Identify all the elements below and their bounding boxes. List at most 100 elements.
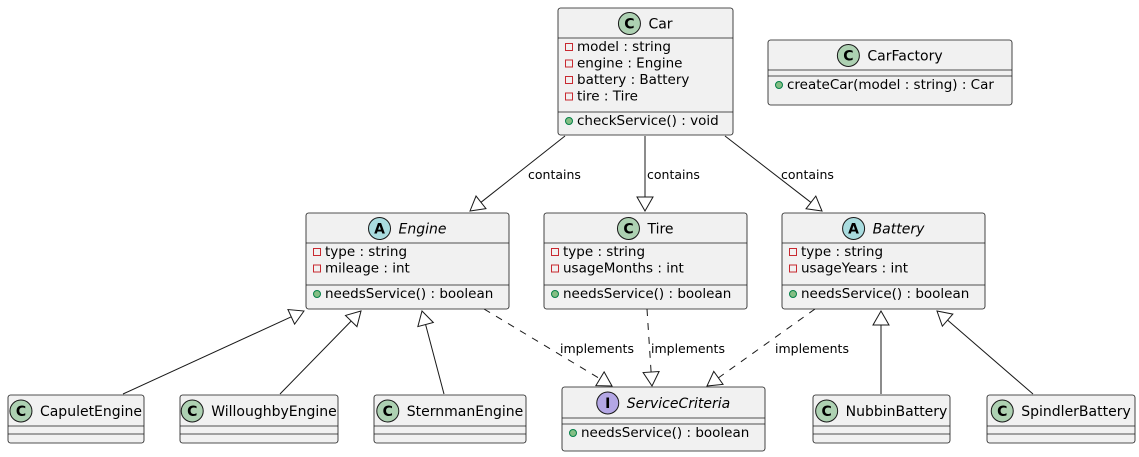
- interface-stereotype-icon: [596, 391, 620, 415]
- class-method: needsService() : boolean: [801, 286, 969, 302]
- relation-battery-to-service-criteria[interactable]: implements: [706, 308, 849, 387]
- stereotype-letter: I: [605, 396, 610, 412]
- relation-label: contains: [647, 167, 700, 182]
- class-method: checkService() : void: [577, 113, 719, 129]
- hollow-triangle-arrowhead-icon: [636, 196, 654, 213]
- class-field: mileage : int: [325, 261, 410, 277]
- generalization-line: [425, 324, 445, 395]
- class-field: type : string: [801, 244, 883, 260]
- relation-sternman-engine-to-engine[interactable]: [417, 310, 445, 395]
- class-name: Engine: [399, 222, 447, 238]
- class-name: CapuletEngine: [40, 404, 142, 420]
- generalization-line: [947, 319, 1034, 395]
- relation-engine-to-service-criteria[interactable]: implements: [483, 308, 634, 387]
- realization-line: [483, 308, 601, 380]
- class-field: model : string: [577, 39, 671, 55]
- class-name: Tire: [646, 222, 673, 238]
- class-field: usageMonths : int: [563, 261, 684, 277]
- private-visibility-icon: [551, 264, 559, 273]
- hollow-triangle-arrowhead-icon: [642, 370, 660, 388]
- private-visibility-icon: [313, 264, 321, 273]
- stereotype-letter: C: [997, 404, 1007, 420]
- hollow-triangle-arrowhead-icon: [417, 310, 435, 328]
- public-visibility-icon: [569, 429, 577, 437]
- private-visibility-icon: [789, 248, 797, 256]
- private-visibility-icon: [565, 92, 573, 101]
- stereotype-letter: C: [822, 404, 832, 420]
- class-sternman-engine[interactable]: C SternmanEngine: [373, 394, 527, 444]
- class-field: engine : Engine: [577, 56, 682, 72]
- relation-car-to-battery[interactable]: contains: [724, 135, 834, 212]
- hollow-triangle-arrowhead-icon: [595, 370, 613, 387]
- relation-spindler-battery-to-battery[interactable]: [936, 310, 1034, 395]
- abstract-stereotype-icon: [368, 217, 392, 240]
- class-stereotype-icon: [616, 217, 640, 240]
- private-visibility-icon: [565, 76, 573, 84]
- realization-line: [646, 308, 652, 373]
- hollow-triangle-arrowhead-icon: [706, 370, 724, 387]
- class-field: usageYears : int: [801, 261, 908, 277]
- class-stereotype-icon: [180, 399, 204, 423]
- class-field: tire : Tire: [577, 89, 638, 105]
- relation-label: implements: [651, 341, 725, 356]
- relation-car-to-engine[interactable]: contains: [469, 135, 581, 212]
- relation-tire-to-service-criteria[interactable]: implements: [642, 308, 725, 388]
- relation-nubbin-battery-to-battery[interactable]: [872, 309, 890, 394]
- class-field: battery : Battery: [577, 72, 689, 88]
- generalization-line: [279, 320, 352, 395]
- hollow-triangle-arrowhead-icon: [936, 310, 954, 328]
- public-visibility-icon: [551, 290, 559, 298]
- relation-capulet-engine-to-engine[interactable]: [122, 308, 305, 395]
- relation-car-to-tire[interactable]: contains: [636, 136, 700, 213]
- class-field: type : string: [325, 244, 407, 260]
- private-visibility-icon: [551, 248, 559, 256]
- class-name: SternmanEngine: [407, 404, 523, 420]
- private-visibility-icon: [313, 248, 321, 256]
- relation-label: implements: [560, 341, 634, 356]
- realization-line: [718, 308, 816, 379]
- class-method: needsService() : boolean: [325, 286, 493, 302]
- stereotype-letter: C: [843, 49, 853, 65]
- hollow-triangle-arrowhead-icon: [287, 308, 305, 326]
- class-spindler-battery[interactable]: C SpindlerBattery: [986, 394, 1136, 444]
- class-method: needsService() : boolean: [563, 286, 731, 302]
- class-stereotype-icon: [9, 399, 33, 423]
- class-name: WilloughbyEngine: [211, 404, 337, 420]
- class-box: [179, 394, 339, 444]
- hollow-triangle-arrowhead-icon: [805, 195, 823, 212]
- hollow-triangle-arrowhead-icon: [469, 195, 487, 212]
- class-stereotype-icon: [376, 399, 400, 423]
- class-willoughby-engine[interactable]: C WilloughbyEngine: [179, 394, 339, 444]
- generalization-line: [480, 135, 566, 203]
- class-stereotype-icon: [990, 399, 1014, 423]
- private-visibility-icon: [565, 43, 573, 51]
- generalization-line: [122, 316, 292, 395]
- stereotype-letter: C: [383, 404, 393, 420]
- hollow-triangle-arrowhead-icon: [872, 309, 890, 326]
- private-visibility-icon: [565, 59, 573, 68]
- class-method: createCar(model : string) : Car: [787, 77, 994, 93]
- class-name: Battery: [873, 222, 926, 238]
- relation-label: implements: [775, 341, 849, 356]
- class-box: [986, 394, 1136, 444]
- stereotype-letter: A: [848, 222, 859, 238]
- class-box: [557, 7, 734, 136]
- relation-label: contains: [781, 167, 834, 182]
- relation-label: contains: [528, 167, 581, 182]
- relation-willoughby-engine-to-engine[interactable]: [279, 310, 362, 395]
- stereotype-letter: C: [187, 404, 197, 420]
- public-visibility-icon: [565, 117, 573, 125]
- class-name: SpindlerBattery: [1021, 404, 1131, 420]
- class-stereotype-icon: [836, 44, 860, 67]
- stereotype-letter: C: [624, 17, 634, 33]
